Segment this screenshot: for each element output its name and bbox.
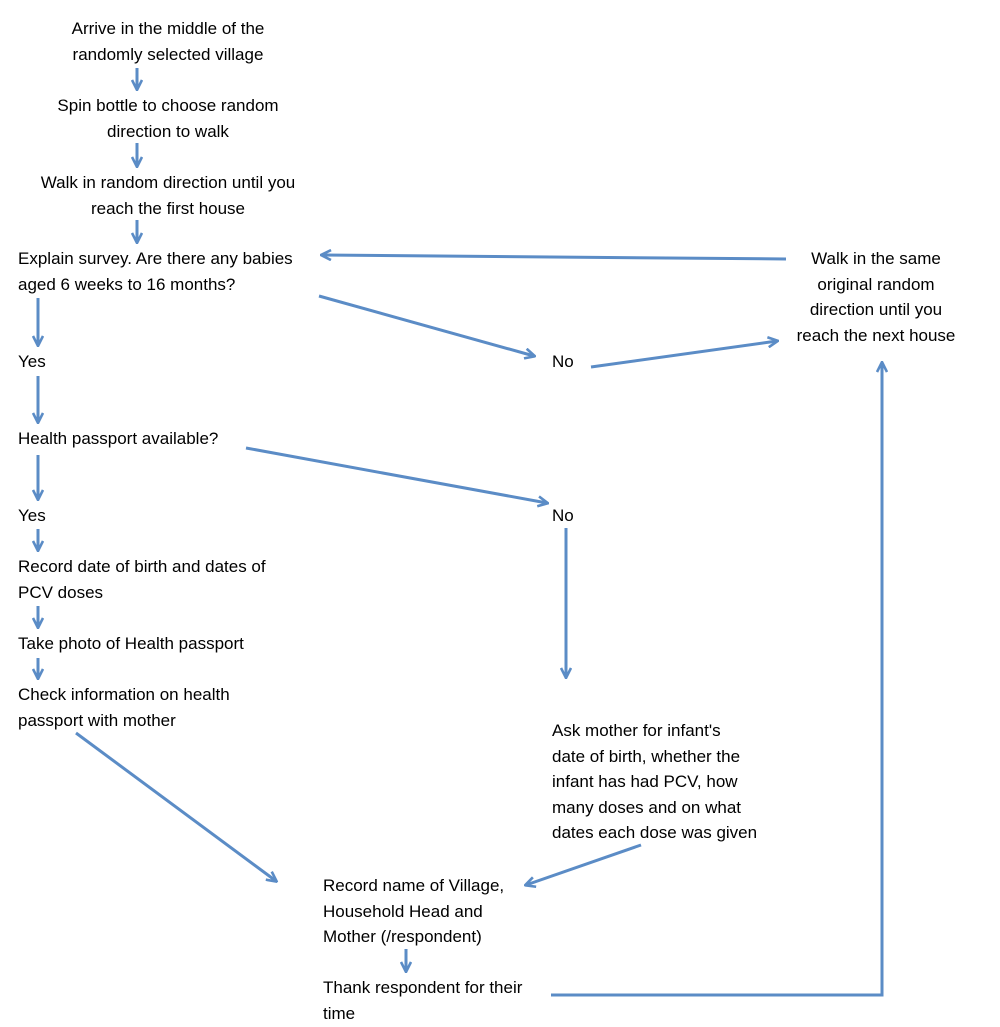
step-text-line: Arrive in the middle of the	[71, 19, 265, 38]
step-passport-available: Health passport available?	[18, 426, 218, 452]
step-text-line: Mother (/respondent)	[323, 927, 482, 946]
step-text-line: Health passport available?	[18, 429, 219, 448]
step-text-line: Walk in random direction until you	[40, 173, 296, 192]
step-text-line: Walk in the same	[811, 249, 941, 268]
decision-babies-yes: Yes	[18, 349, 46, 375]
step-text-line: Take photo of Health passport	[18, 634, 244, 653]
step-text-line: direction until you	[809, 300, 943, 319]
step-explain-survey: Explain survey. Are there any babies age…	[18, 246, 293, 297]
step-ask-mother: Ask mother for infant's date of birth, w…	[552, 718, 757, 846]
step-text-line: Ask mother for infant's	[552, 721, 721, 740]
step-text-line: PCV doses	[18, 582, 104, 602]
step-text-line: reach the first house	[90, 198, 246, 218]
step-walk-first-house: Walk in random direction until you reach…	[8, 170, 328, 221]
arrow-n10-to-n14	[75, 731, 276, 881]
step-text-line: Spin bottle to choose random	[57, 96, 279, 115]
step-thank-respondent: Thank respondent for their time	[323, 975, 522, 1026]
step-text-line: No	[552, 506, 574, 525]
step-text-line: infant has had PCV, how	[552, 772, 738, 791]
step-text-line: Thank respondent for their	[323, 978, 523, 997]
decision-passport-yes: Yes	[18, 503, 46, 529]
step-text-line: randomly selected village	[72, 44, 264, 64]
arrow-n15-to-n16	[551, 363, 882, 997]
step-walk-next-house: Walk in the same original random directi…	[784, 246, 968, 348]
step-text-line: Yes	[18, 352, 46, 371]
step-text-line: Yes	[18, 506, 46, 525]
step-text-line: dates each dose was given	[552, 823, 758, 842]
step-spin-bottle: Spin bottle to choose random direction t…	[28, 93, 308, 144]
flowchart-edges	[38, 68, 882, 997]
step-text-line: date of birth, whether the	[552, 746, 741, 766]
step-text-line: Household Head and	[323, 901, 483, 921]
step-text-line: Record date of birth and dates of	[18, 557, 266, 576]
step-text-line: many doses and on what	[552, 797, 742, 817]
arrow-n11-to-n16	[590, 341, 777, 369]
step-check-information: Check information on health passport wit…	[18, 682, 230, 733]
arrow-n16-to-n4	[322, 255, 787, 259]
step-text-line: reach the next house	[796, 325, 956, 345]
arrow-n6-to-n12	[245, 446, 547, 503]
step-take-photo: Take photo of Health passport	[18, 631, 244, 657]
step-text-line: Explain survey. Are there any babies	[18, 249, 293, 268]
step-text-line: Check information on health	[18, 685, 230, 704]
arrow-n13-to-n14	[526, 843, 642, 885]
step-text-line: aged 6 weeks to 16 months?	[18, 274, 236, 294]
step-text-line: Record name of Village,	[323, 876, 505, 895]
decision-passport-no: No	[552, 503, 574, 529]
step-text-line: original random	[817, 274, 935, 294]
step-record-dob-doses: Record date of birth and dates of PCV do…	[18, 554, 266, 605]
arrow-n4-to-n11	[318, 294, 534, 356]
step-text-line: time	[323, 1003, 356, 1023]
step-text-line: No	[552, 352, 574, 371]
step-record-names: Record name of Village, Household Head a…	[323, 873, 504, 950]
step-text-line: passport with mother	[18, 710, 176, 730]
step-text-line: direction to walk	[107, 121, 229, 141]
step-arrive-village: Arrive in the middle of the randomly sel…	[28, 16, 308, 67]
decision-babies-no: No	[552, 349, 574, 375]
